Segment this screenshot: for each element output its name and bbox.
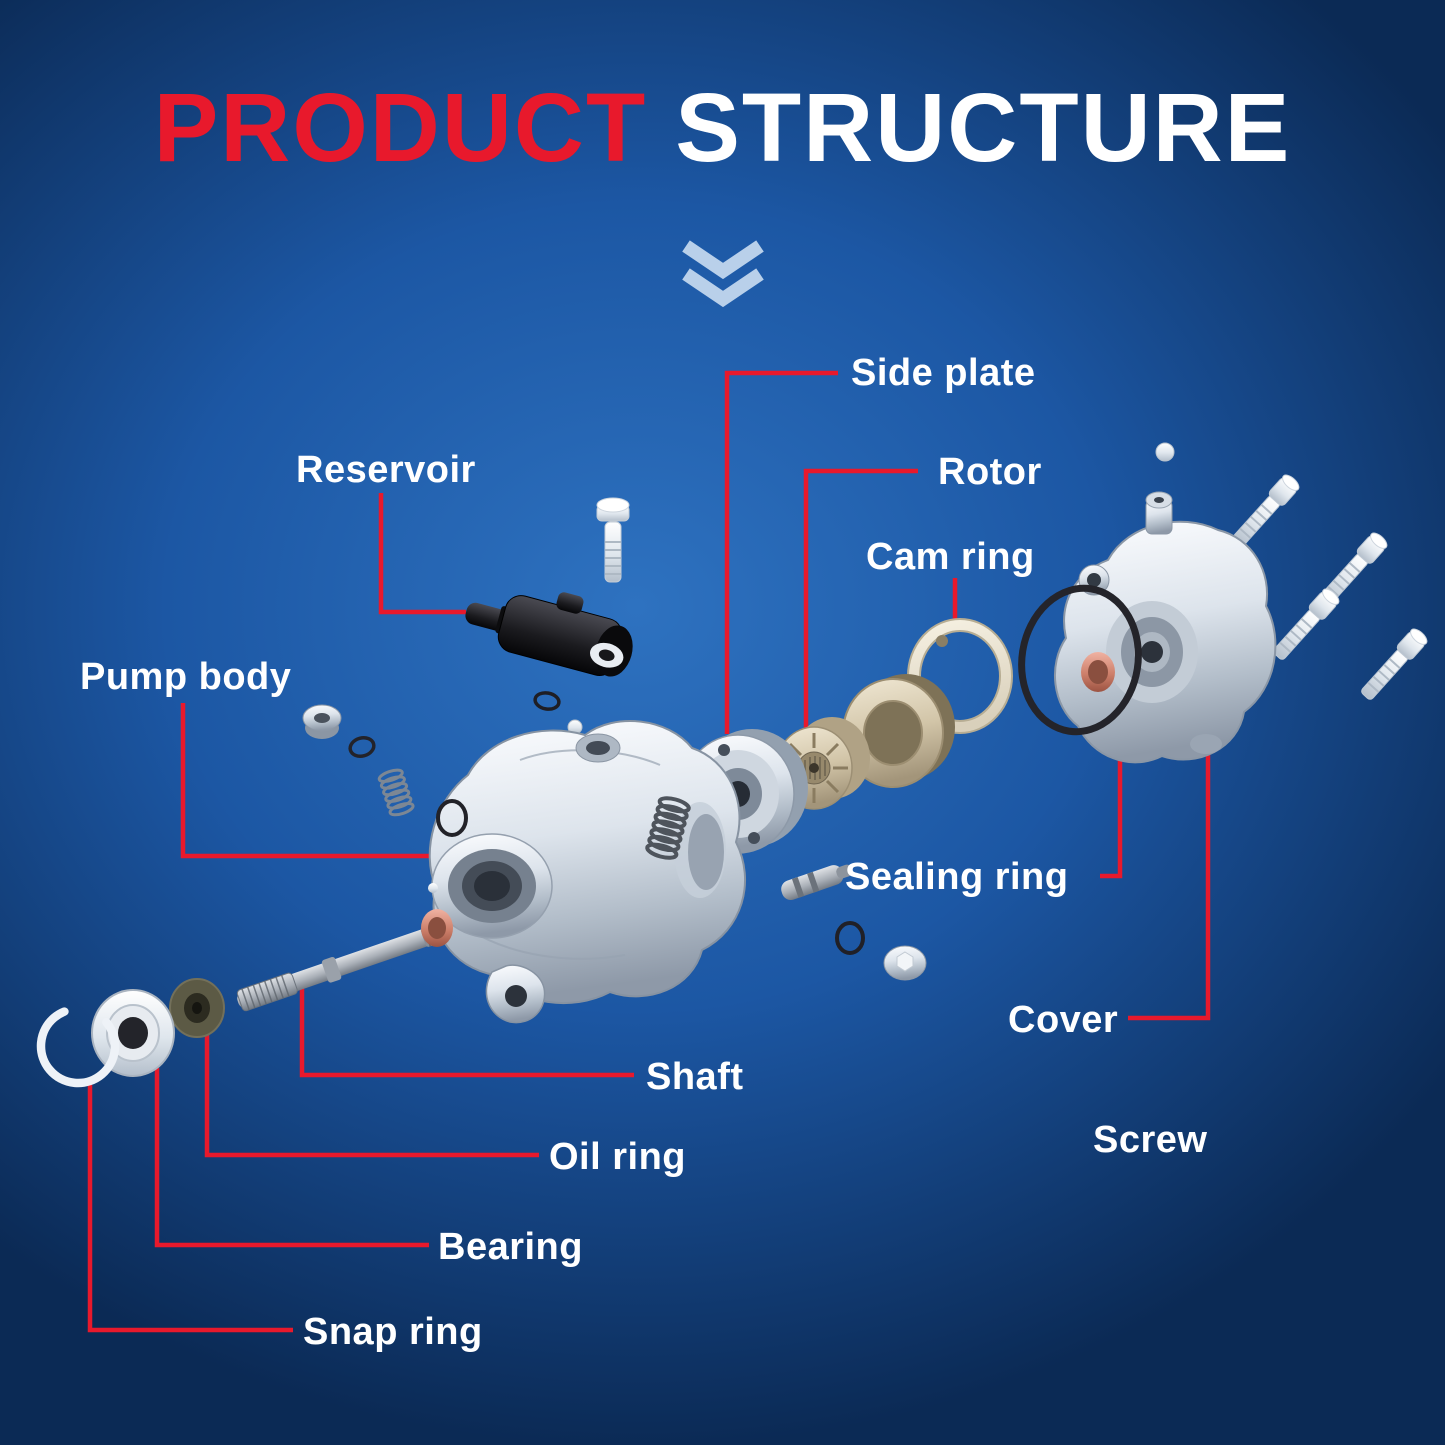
leader-line-reservoir bbox=[378, 493, 466, 615]
leader-line-cover bbox=[1128, 716, 1211, 1021]
leader-line-snap-ring bbox=[87, 1085, 293, 1333]
cover-bushing-part bbox=[1081, 652, 1115, 692]
spring-small-part bbox=[377, 768, 415, 817]
label-bearing: Bearing bbox=[438, 1226, 583, 1268]
leader-line-bearing bbox=[154, 1068, 429, 1248]
pump-body-part bbox=[428, 719, 746, 1024]
o-ring-small-part bbox=[533, 691, 561, 711]
sealing-ring-part bbox=[1018, 584, 1142, 736]
spring-big-part bbox=[645, 796, 691, 860]
leader-line-shaft bbox=[299, 984, 634, 1078]
leader-line-pump-body bbox=[180, 703, 503, 859]
hex-plug-left-part bbox=[302, 704, 342, 739]
title-word-structure: STRUCTURE bbox=[675, 73, 1292, 182]
label-sealing-ring: Sealing ring bbox=[845, 856, 1069, 898]
label-cover: Cover bbox=[1008, 999, 1119, 1041]
label-reservoir: Reservoir bbox=[296, 449, 476, 491]
snap-ring-part bbox=[36, 1004, 120, 1088]
label-rotor: Rotor bbox=[938, 451, 1042, 493]
ball-tiny-part bbox=[428, 883, 438, 893]
double-chevron-down-icon bbox=[682, 240, 764, 308]
leader-line-oil-ring bbox=[204, 1034, 539, 1158]
bearing-part bbox=[91, 989, 175, 1077]
valve-spool-part bbox=[781, 864, 853, 901]
rotor-part bbox=[775, 717, 870, 810]
bolt-part bbox=[596, 497, 630, 583]
label-pump-body: Pump body bbox=[80, 656, 292, 698]
oil-ring-part bbox=[169, 978, 225, 1038]
o-ring-left-part bbox=[348, 736, 376, 758]
title-word-product: PRODUCT bbox=[153, 73, 648, 182]
label-screw: Screw bbox=[1093, 1119, 1208, 1161]
label-side-plate: Side plate bbox=[851, 352, 1036, 394]
hex-plug-right-part bbox=[883, 945, 927, 981]
o-ring-body-part bbox=[436, 799, 468, 837]
label-cam-ring: Cam ring bbox=[866, 536, 1035, 578]
leader-line-rotor bbox=[803, 468, 918, 734]
label-snap-ring: Snap ring bbox=[303, 1311, 483, 1353]
label-oil-ring: Oil ring bbox=[549, 1136, 686, 1178]
shaft-bushing-part bbox=[421, 909, 453, 947]
leader-lines bbox=[87, 370, 1211, 1333]
reservoir-part bbox=[465, 592, 633, 677]
label-shaft: Shaft bbox=[646, 1056, 744, 1098]
shaft-part bbox=[236, 923, 445, 1012]
ball-part bbox=[1155, 442, 1175, 462]
o-ring-valve-part bbox=[835, 921, 865, 955]
leader-line-side-plate bbox=[724, 370, 838, 734]
leader-line-sealing-ring bbox=[1100, 738, 1123, 879]
